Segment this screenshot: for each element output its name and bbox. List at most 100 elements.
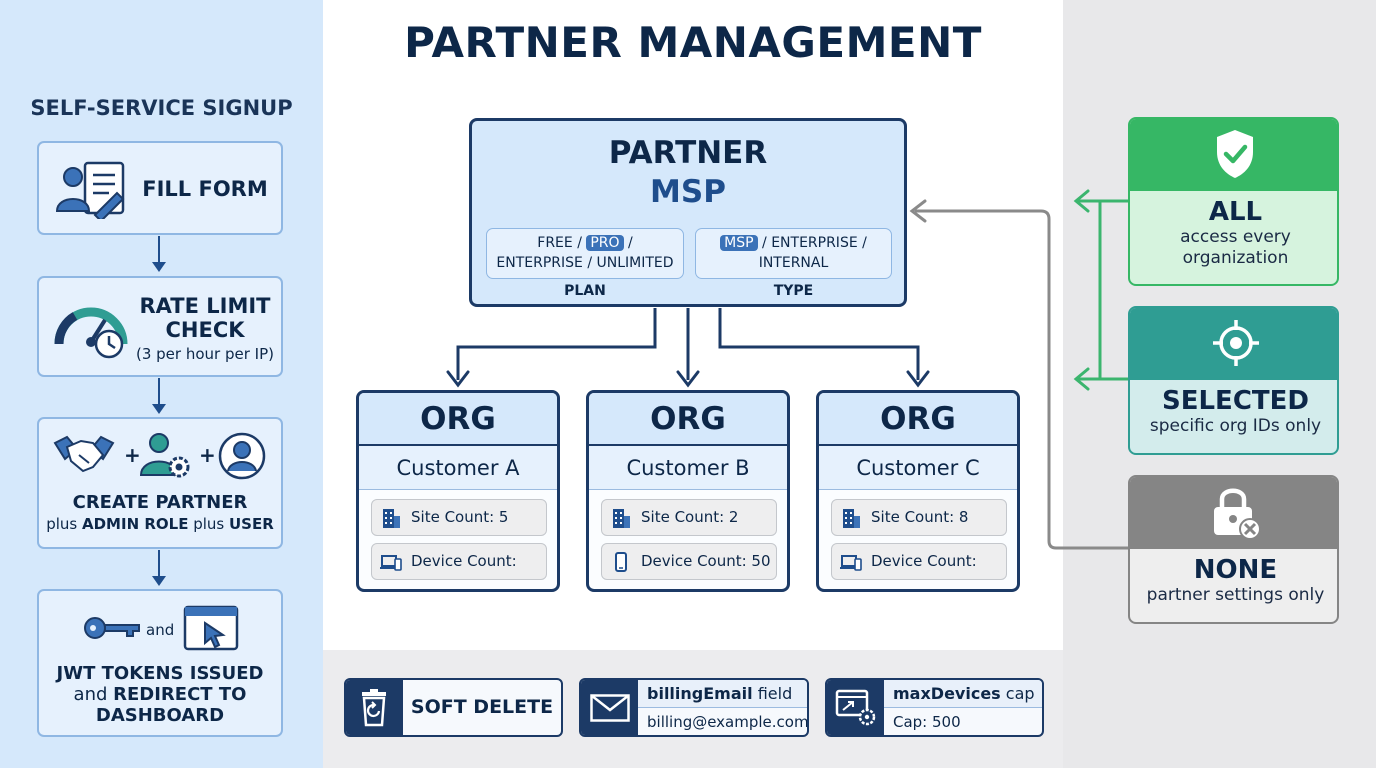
- max-devices-value: Cap: 500: [893, 713, 961, 731]
- plan-line2: ENTERPRISE / UNLIMITED: [496, 255, 674, 271]
- plan-pill: FREE / PRO / ENTERPRISE / UNLIMITED: [486, 228, 684, 279]
- type-msp-tag: MSP: [720, 235, 758, 251]
- billing-email-card: billingEmail field billing@example.com: [579, 678, 809, 737]
- edge-partner-org-a: [456, 308, 657, 380]
- org-card: ORG Customer B Site Count: 2 Device Coun…: [586, 390, 790, 592]
- laptop-phone-icon: [840, 555, 862, 571]
- step3-plus-text-2: plus: [188, 515, 229, 533]
- signup-arrow-2: [158, 378, 160, 404]
- access-all-header: [1130, 119, 1337, 191]
- plan-pro-tag: PRO: [586, 235, 624, 251]
- envelope-icon: [590, 694, 630, 722]
- signup-heading: SELF-SERVICE SIGNUP: [30, 96, 293, 120]
- org-customer: Customer B: [589, 446, 787, 490]
- step4-line3: DASHBOARD: [95, 705, 225, 726]
- step2-line1: RATE LIMIT: [139, 294, 271, 318]
- org-card: ORG Customer A Site Count: 5 Device Coun…: [356, 390, 560, 592]
- partner-title: PARTNER: [608, 135, 768, 171]
- step2-note: (3 per hour per IP): [136, 345, 274, 363]
- max-devices-title: maxDevices cap: [884, 680, 1042, 708]
- access-selected-name: SELECTED: [1162, 386, 1309, 416]
- type-pill: MSP / ENTERPRISE / INTERNAL: [695, 228, 892, 279]
- max-devices-card: maxDevices cap Cap: 500: [825, 678, 1044, 737]
- admin-user-gear-icon: [139, 433, 190, 478]
- device-count: Device Count: 50: [601, 543, 777, 580]
- building-icon: [843, 509, 860, 528]
- access-all-desc2: organization: [1182, 248, 1289, 268]
- step3-line1: CREATE PARTNER: [72, 492, 248, 513]
- step2-label: RATE LIMIT CHECK: [135, 294, 275, 342]
- key-icon: [84, 617, 140, 639]
- device-count-label: Device Count: 50: [641, 552, 771, 570]
- step4-and-text: and: [73, 684, 114, 705]
- access-selected-desc: specific org IDs only: [1149, 416, 1322, 436]
- org-card: ORG Customer C Site Count: 8 Device Coun…: [816, 390, 1020, 592]
- window-gear-icon: [835, 689, 876, 726]
- signup-arrow-head-1: [152, 262, 166, 272]
- lock-icon: [1214, 488, 1261, 540]
- signup-arrow-1: [158, 236, 160, 262]
- access-all-desc1: access every: [1180, 227, 1291, 247]
- step4-and: and: [146, 621, 175, 639]
- step-create-partner: + + CREATE PARTNER plus ADMIN ROLE plus …: [37, 417, 283, 549]
- plus-1: +: [124, 443, 141, 467]
- edge-none-partner: [915, 209, 1128, 550]
- site-count-label: Site Count: 8: [871, 508, 969, 526]
- step-fill-form: FILL FORM: [37, 141, 283, 235]
- org-label: ORG: [819, 393, 1017, 446]
- access-all-card: ALL access every organization: [1128, 117, 1339, 286]
- target-icon: [1213, 320, 1259, 366]
- step1-label: FILL FORM: [142, 177, 268, 201]
- signup-arrow-head-2: [152, 404, 166, 414]
- device-count-label: Device Count: 200: [871, 552, 977, 589]
- shield-check-icon: [1217, 130, 1253, 178]
- step3-admin-role: ADMIN ROLE: [82, 515, 189, 533]
- step4-line1: JWT TOKENS ISSUED: [56, 663, 264, 684]
- site-count: Site Count: 2: [601, 499, 777, 536]
- building-icon: [613, 509, 630, 528]
- building-icon: [383, 509, 400, 528]
- step3-plus-text-1: plus: [46, 515, 82, 533]
- step3-line2: plus ADMIN ROLE plus USER: [39, 515, 281, 533]
- billing-field-suffix: field: [752, 684, 793, 703]
- site-count-label: Site Count: 2: [641, 508, 739, 526]
- max-devices-icon-box: [827, 680, 884, 735]
- step4-line2: and REDIRECT TO: [39, 684, 281, 705]
- partner-node: PARTNER MSP FREE / PRO / ENTERPRISE / UN…: [469, 118, 907, 307]
- plus-2: +: [199, 443, 216, 467]
- form-user-icon: [55, 161, 125, 219]
- page-title: PARTNER MANAGEMENT: [404, 18, 982, 67]
- access-none-header: [1130, 477, 1337, 549]
- trash-restore-icon: [362, 689, 386, 727]
- gauge-clock-icon: [54, 307, 128, 359]
- billing-field-name: billingEmail: [647, 684, 753, 703]
- max-devices-field-name: maxDevices: [893, 684, 1001, 703]
- plan-slash: /: [623, 235, 633, 251]
- org-label: ORG: [359, 393, 557, 446]
- billing-icon-box: [581, 680, 638, 735]
- access-none-body: NONE partner settings only: [1130, 549, 1337, 606]
- phone-icon: [615, 552, 627, 572]
- access-none-desc: partner settings only: [1146, 585, 1325, 605]
- access-none-name: NONE: [1193, 555, 1278, 585]
- type-line2: INTERNAL: [758, 255, 829, 271]
- plan-line1: FREE / PRO /: [487, 233, 683, 253]
- step-rate-limit: RATE LIMIT CHECK (3 per hour per IP): [37, 276, 283, 377]
- signup-arrow-3: [158, 550, 160, 576]
- access-all-body: ALL access every organization: [1130, 191, 1337, 269]
- soft-delete-label: SOFT DELETE: [410, 696, 554, 718]
- site-count: Site Count: 5: [371, 499, 547, 536]
- step2-line2: CHECK: [165, 318, 245, 342]
- site-count-label: Site Count: 5: [411, 508, 509, 526]
- partner-subtitle: MSP: [650, 174, 726, 210]
- soft-delete-icon-box: [346, 680, 403, 735]
- type-line1: MSP / ENTERPRISE /: [696, 233, 891, 253]
- access-all-name: ALL: [1208, 197, 1263, 227]
- plan-free: FREE /: [537, 235, 587, 251]
- org-label: ORG: [589, 393, 787, 446]
- billing-title: billingEmail field: [638, 680, 807, 708]
- type-enterprise: / ENTERPRISE /: [757, 235, 867, 251]
- access-selected-header: [1130, 308, 1337, 380]
- handshake-icon: [53, 435, 115, 473]
